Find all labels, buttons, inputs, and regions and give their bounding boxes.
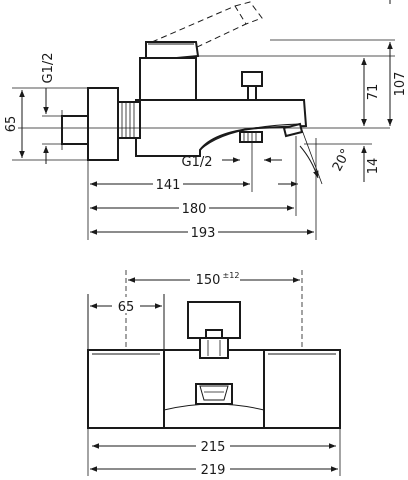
wall-flange <box>87 87 119 161</box>
dim-150: 150 <box>196 273 221 288</box>
right-handle <box>263 349 341 429</box>
dim-g12-bottom: G1/2 <box>182 155 213 170</box>
spout-outlet <box>239 131 263 143</box>
cartridge-body <box>139 57 197 101</box>
dim-20deg: 20° <box>330 147 354 174</box>
dim-141: 141 <box>156 178 181 193</box>
inlet-pipe <box>61 115 89 145</box>
lever-open-outline <box>151 5 247 57</box>
dim-180: 180 <box>182 202 207 217</box>
front-outlet <box>195 383 233 405</box>
dim-g12-left: G1/2 <box>41 53 56 84</box>
left-handle <box>87 349 165 429</box>
dim-215: 215 <box>201 440 226 455</box>
dim-71: 71 <box>366 84 381 101</box>
dim-219: 219 <box>201 463 226 478</box>
dim-65-side: 65 <box>4 116 19 133</box>
dim-150-tolerance: ±12 <box>223 271 240 280</box>
dim-107: 107 <box>393 72 408 97</box>
diverter-knob <box>241 71 263 87</box>
dim-14: 14 <box>366 158 381 175</box>
front-view: 150 ±12 65 215 219 <box>87 268 341 478</box>
nut <box>117 101 141 139</box>
dim-65-front: 65 <box>118 300 135 315</box>
dim-193: 193 <box>191 226 216 241</box>
side-view: 107 71 14 20° 65 G1/2 G1/2 141 <box>4 0 408 241</box>
